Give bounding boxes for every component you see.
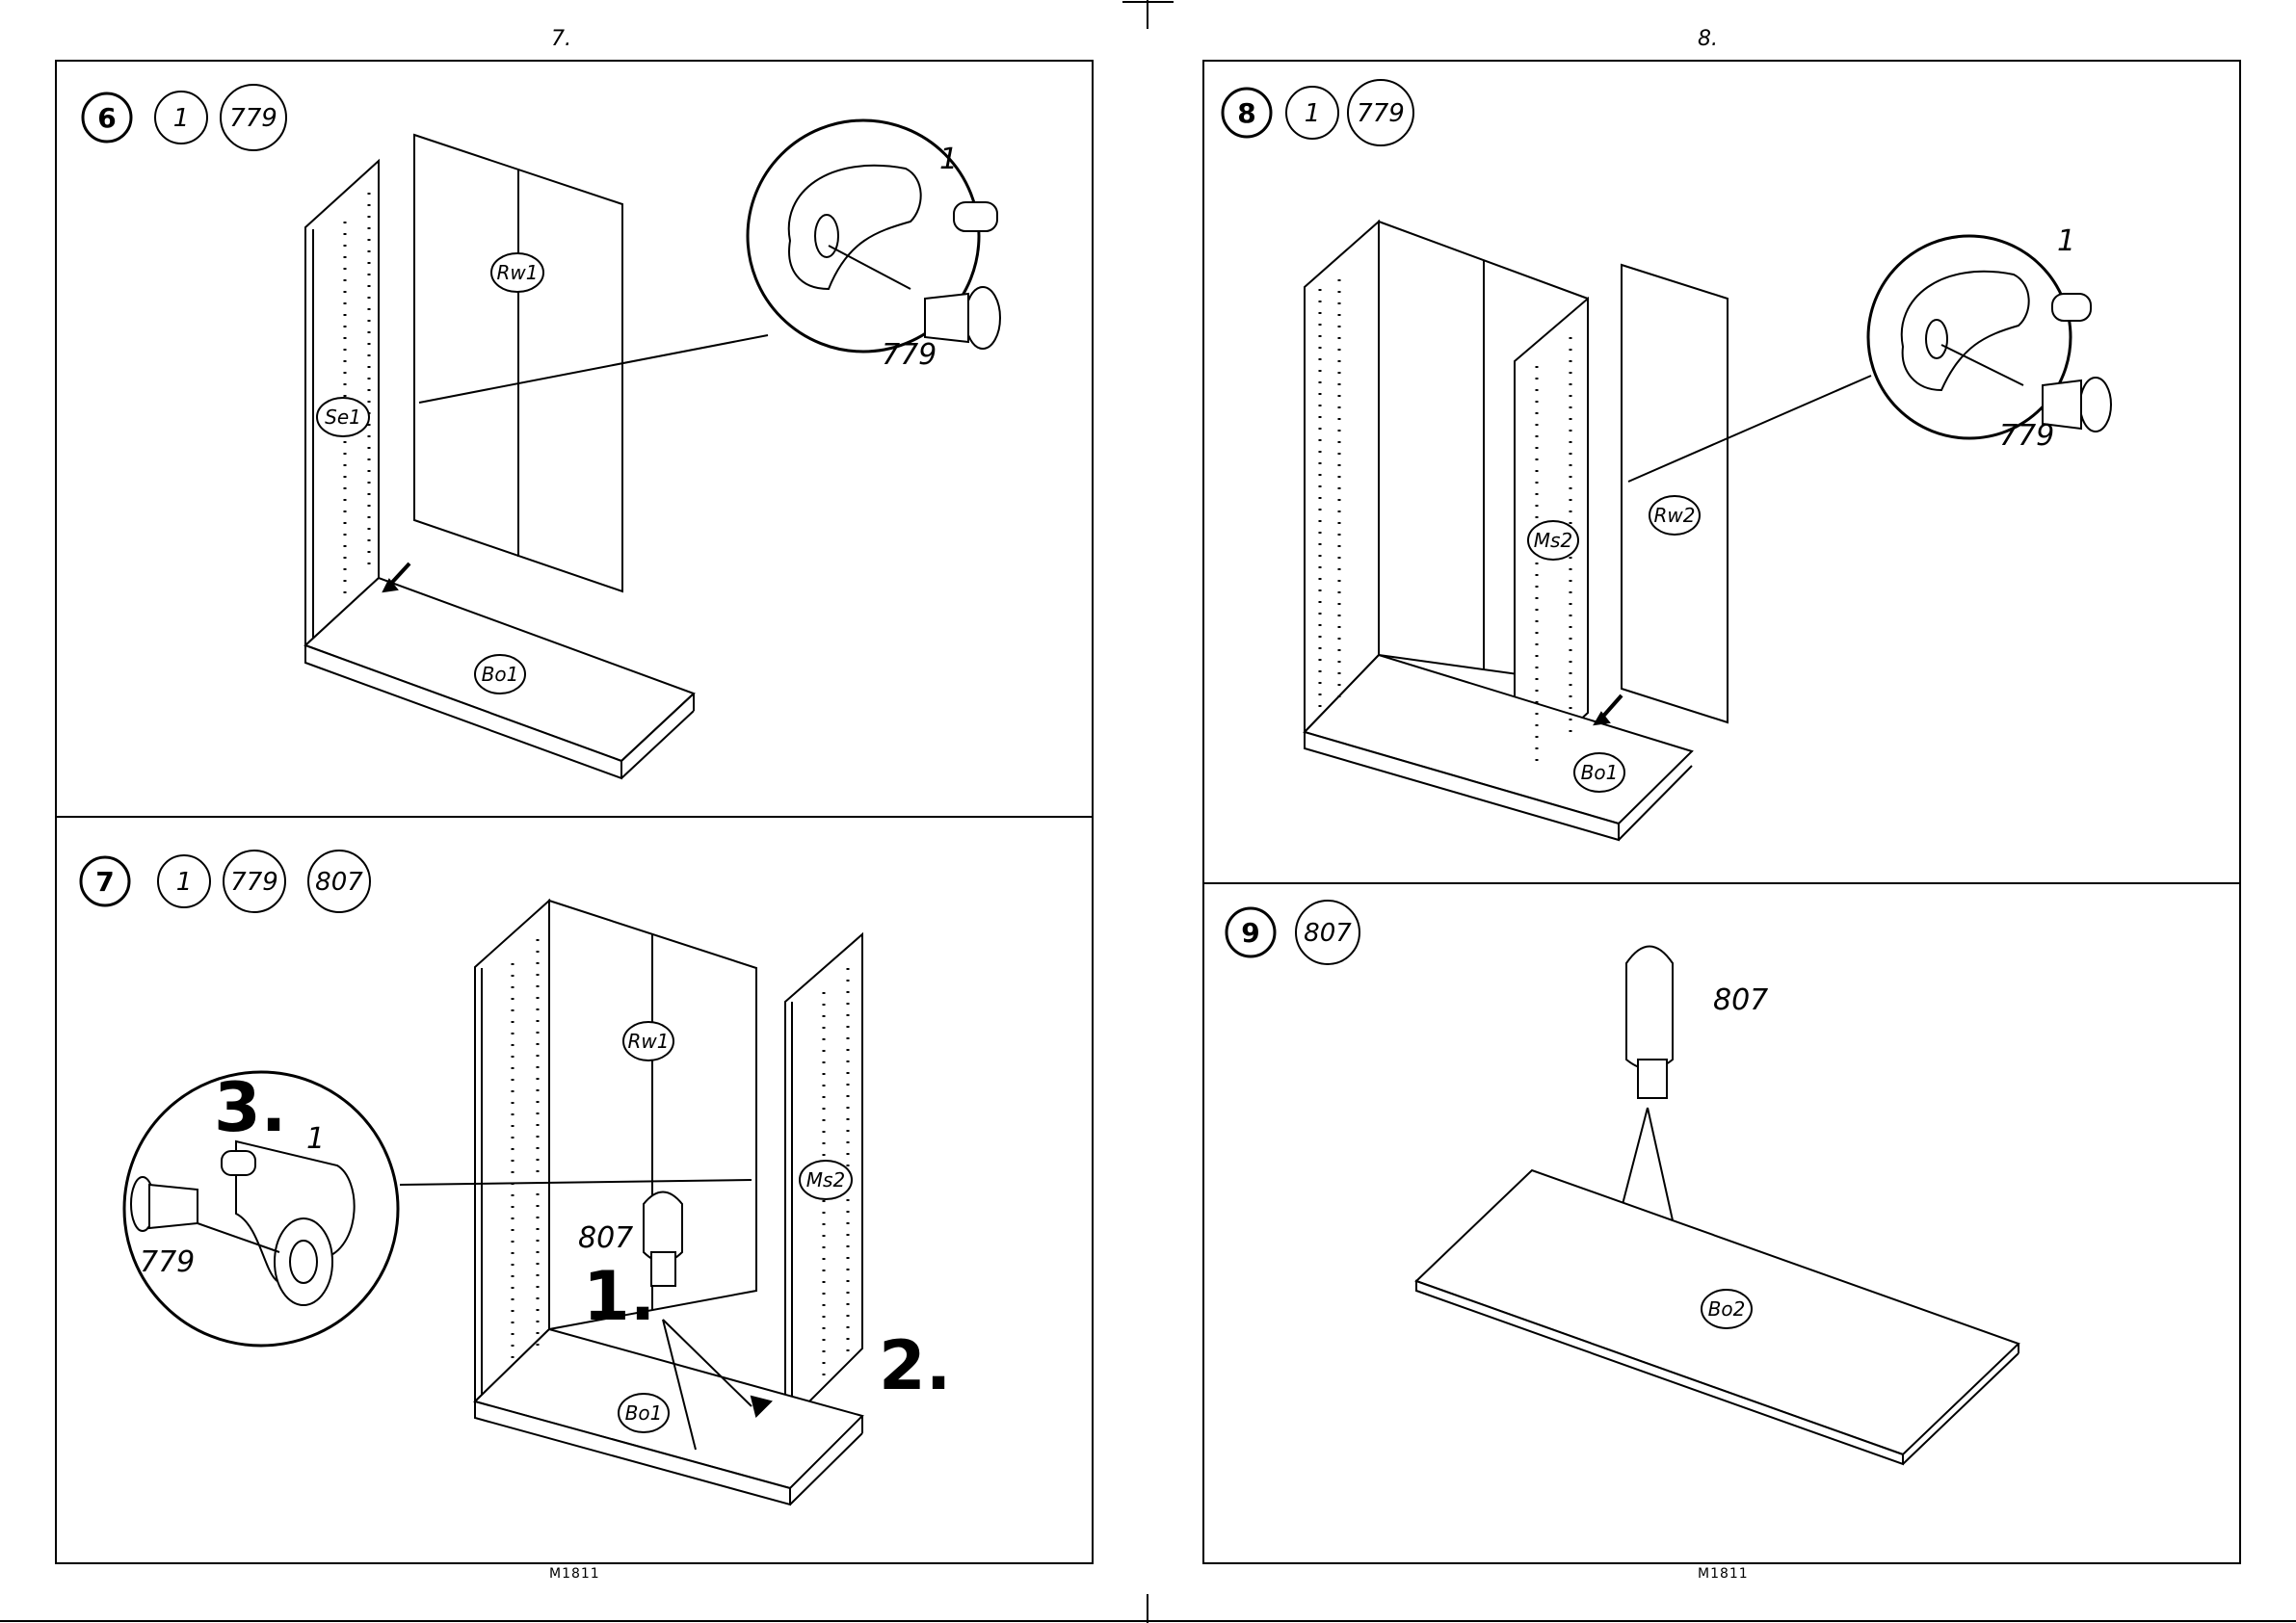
part-number: 779 <box>229 104 277 133</box>
sequence-number: 3. <box>214 1068 286 1147</box>
panel-label: Bo1 <box>625 1401 663 1425</box>
panel-label: Rw1 <box>497 261 539 284</box>
panel-label: Ms2 <box>806 1168 845 1191</box>
model-code-right: M1811 <box>1698 1566 1749 1582</box>
part-number: 807 <box>1304 919 1352 948</box>
part-number: 807 <box>315 868 363 897</box>
step-number: 9 <box>1241 917 1259 949</box>
callout-label: 779 <box>882 338 937 372</box>
panel-label: Rw1 <box>628 1030 670 1053</box>
part-number: 1 <box>176 868 193 897</box>
callout-label: 779 <box>140 1245 195 1279</box>
callout-label: 1 <box>2057 224 2075 258</box>
callout-label: 1 <box>939 143 958 176</box>
panel-label: Ms2 <box>1534 529 1572 552</box>
part-number: 779 <box>1357 99 1405 128</box>
step-number: 7 <box>95 866 114 898</box>
part-number: 779 <box>230 868 278 897</box>
panel-label: Se1 <box>325 406 361 429</box>
callout-label: 807 <box>1713 983 1768 1017</box>
callout-label: 779 <box>1999 419 2054 453</box>
step-number: 8 <box>1237 97 1255 129</box>
step-7 <box>81 851 862 1505</box>
step-number: 6 <box>97 102 116 134</box>
panel-label: Bo1 <box>482 663 519 686</box>
callout-label: 807 <box>578 1221 633 1255</box>
step-8 <box>1223 80 2111 840</box>
sequence-number: 2. <box>879 1326 951 1405</box>
part-number: 1 <box>1305 99 1321 128</box>
model-code-left: M1811 <box>549 1566 600 1582</box>
panel-label: Rw2 <box>1654 504 1696 527</box>
step-6 <box>83 85 1000 778</box>
panel-label: Bo2 <box>1708 1297 1746 1321</box>
part-number: 1 <box>173 104 190 133</box>
sequence-number: 1. <box>583 1257 655 1336</box>
step-9 <box>1227 901 2019 1464</box>
panel-label: Bo1 <box>1581 761 1619 784</box>
callout-label: 1 <box>306 1122 325 1156</box>
